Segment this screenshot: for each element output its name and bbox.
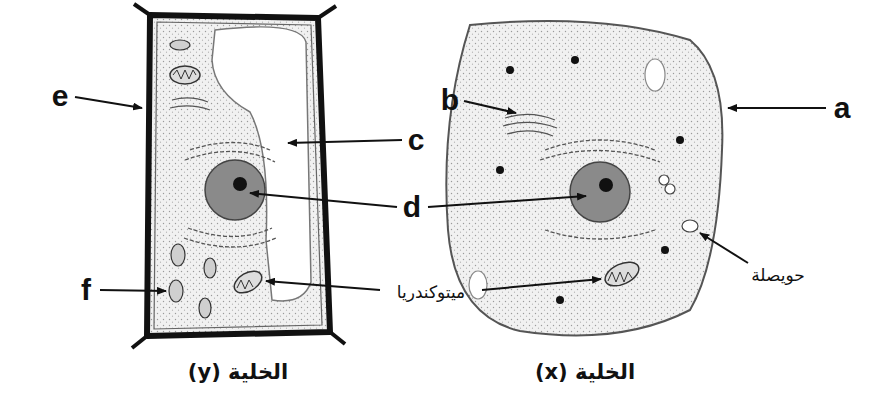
cell-caption: الخلية (x) (535, 362, 635, 383)
leader-line (700, 233, 748, 263)
nucleolus (233, 177, 247, 191)
mitochondrion-cristae (237, 280, 253, 289)
part-letter: b (441, 85, 459, 115)
wall-extension (318, 6, 336, 18)
leader-line (288, 140, 402, 143)
nucleus (570, 162, 630, 222)
part-letter: f (81, 275, 91, 305)
wall-extension (132, 336, 147, 348)
leader-line (464, 101, 516, 113)
chloroplast (204, 258, 216, 278)
golgi (170, 98, 210, 110)
mitochondrion-cristae (173, 70, 196, 79)
vacuole (645, 59, 665, 91)
chloroplast (170, 40, 190, 50)
vacuole (469, 271, 487, 299)
leader-line (75, 97, 142, 108)
ribosome-dot (506, 66, 514, 74)
ribosome-dot (496, 166, 504, 174)
leader-line (100, 290, 166, 291)
part-letter: c (408, 125, 425, 155)
leader-line (482, 279, 601, 290)
part-letter: d (403, 192, 421, 222)
cell-membrane (446, 21, 722, 336)
cell-wall (147, 15, 330, 336)
endoplasmic-reticulum (540, 140, 660, 239)
chloroplast (199, 298, 211, 318)
part-name: حويصلة (751, 267, 805, 284)
nucleus (205, 160, 265, 220)
golgi (503, 114, 557, 136)
nucleolus (599, 178, 613, 192)
mitochondrion (170, 66, 200, 84)
cell-caption: الخلية (y) (188, 362, 288, 383)
wall-extension (134, 4, 150, 15)
mitochondrion (231, 267, 266, 298)
mitochondrion-cristae (608, 272, 632, 282)
leader-line (728, 107, 826, 109)
leader-line (250, 193, 397, 207)
vesicle (665, 184, 675, 194)
wall-extension (330, 332, 345, 344)
chloroplast (169, 280, 183, 302)
ribosome-dot (676, 136, 684, 144)
leader-line (428, 196, 586, 207)
ribosome-dot (571, 56, 579, 64)
part-letter: a (834, 93, 851, 123)
part-letter: e (52, 81, 69, 111)
vesicle (682, 220, 698, 232)
ribosome-dot (556, 296, 564, 304)
chloroplast (171, 244, 185, 266)
ribosome-dot (661, 246, 669, 254)
leader-line (266, 281, 380, 290)
mitochondrion (601, 257, 642, 290)
vesicle (659, 175, 669, 185)
part-name: ميتوكندريا (397, 284, 465, 301)
